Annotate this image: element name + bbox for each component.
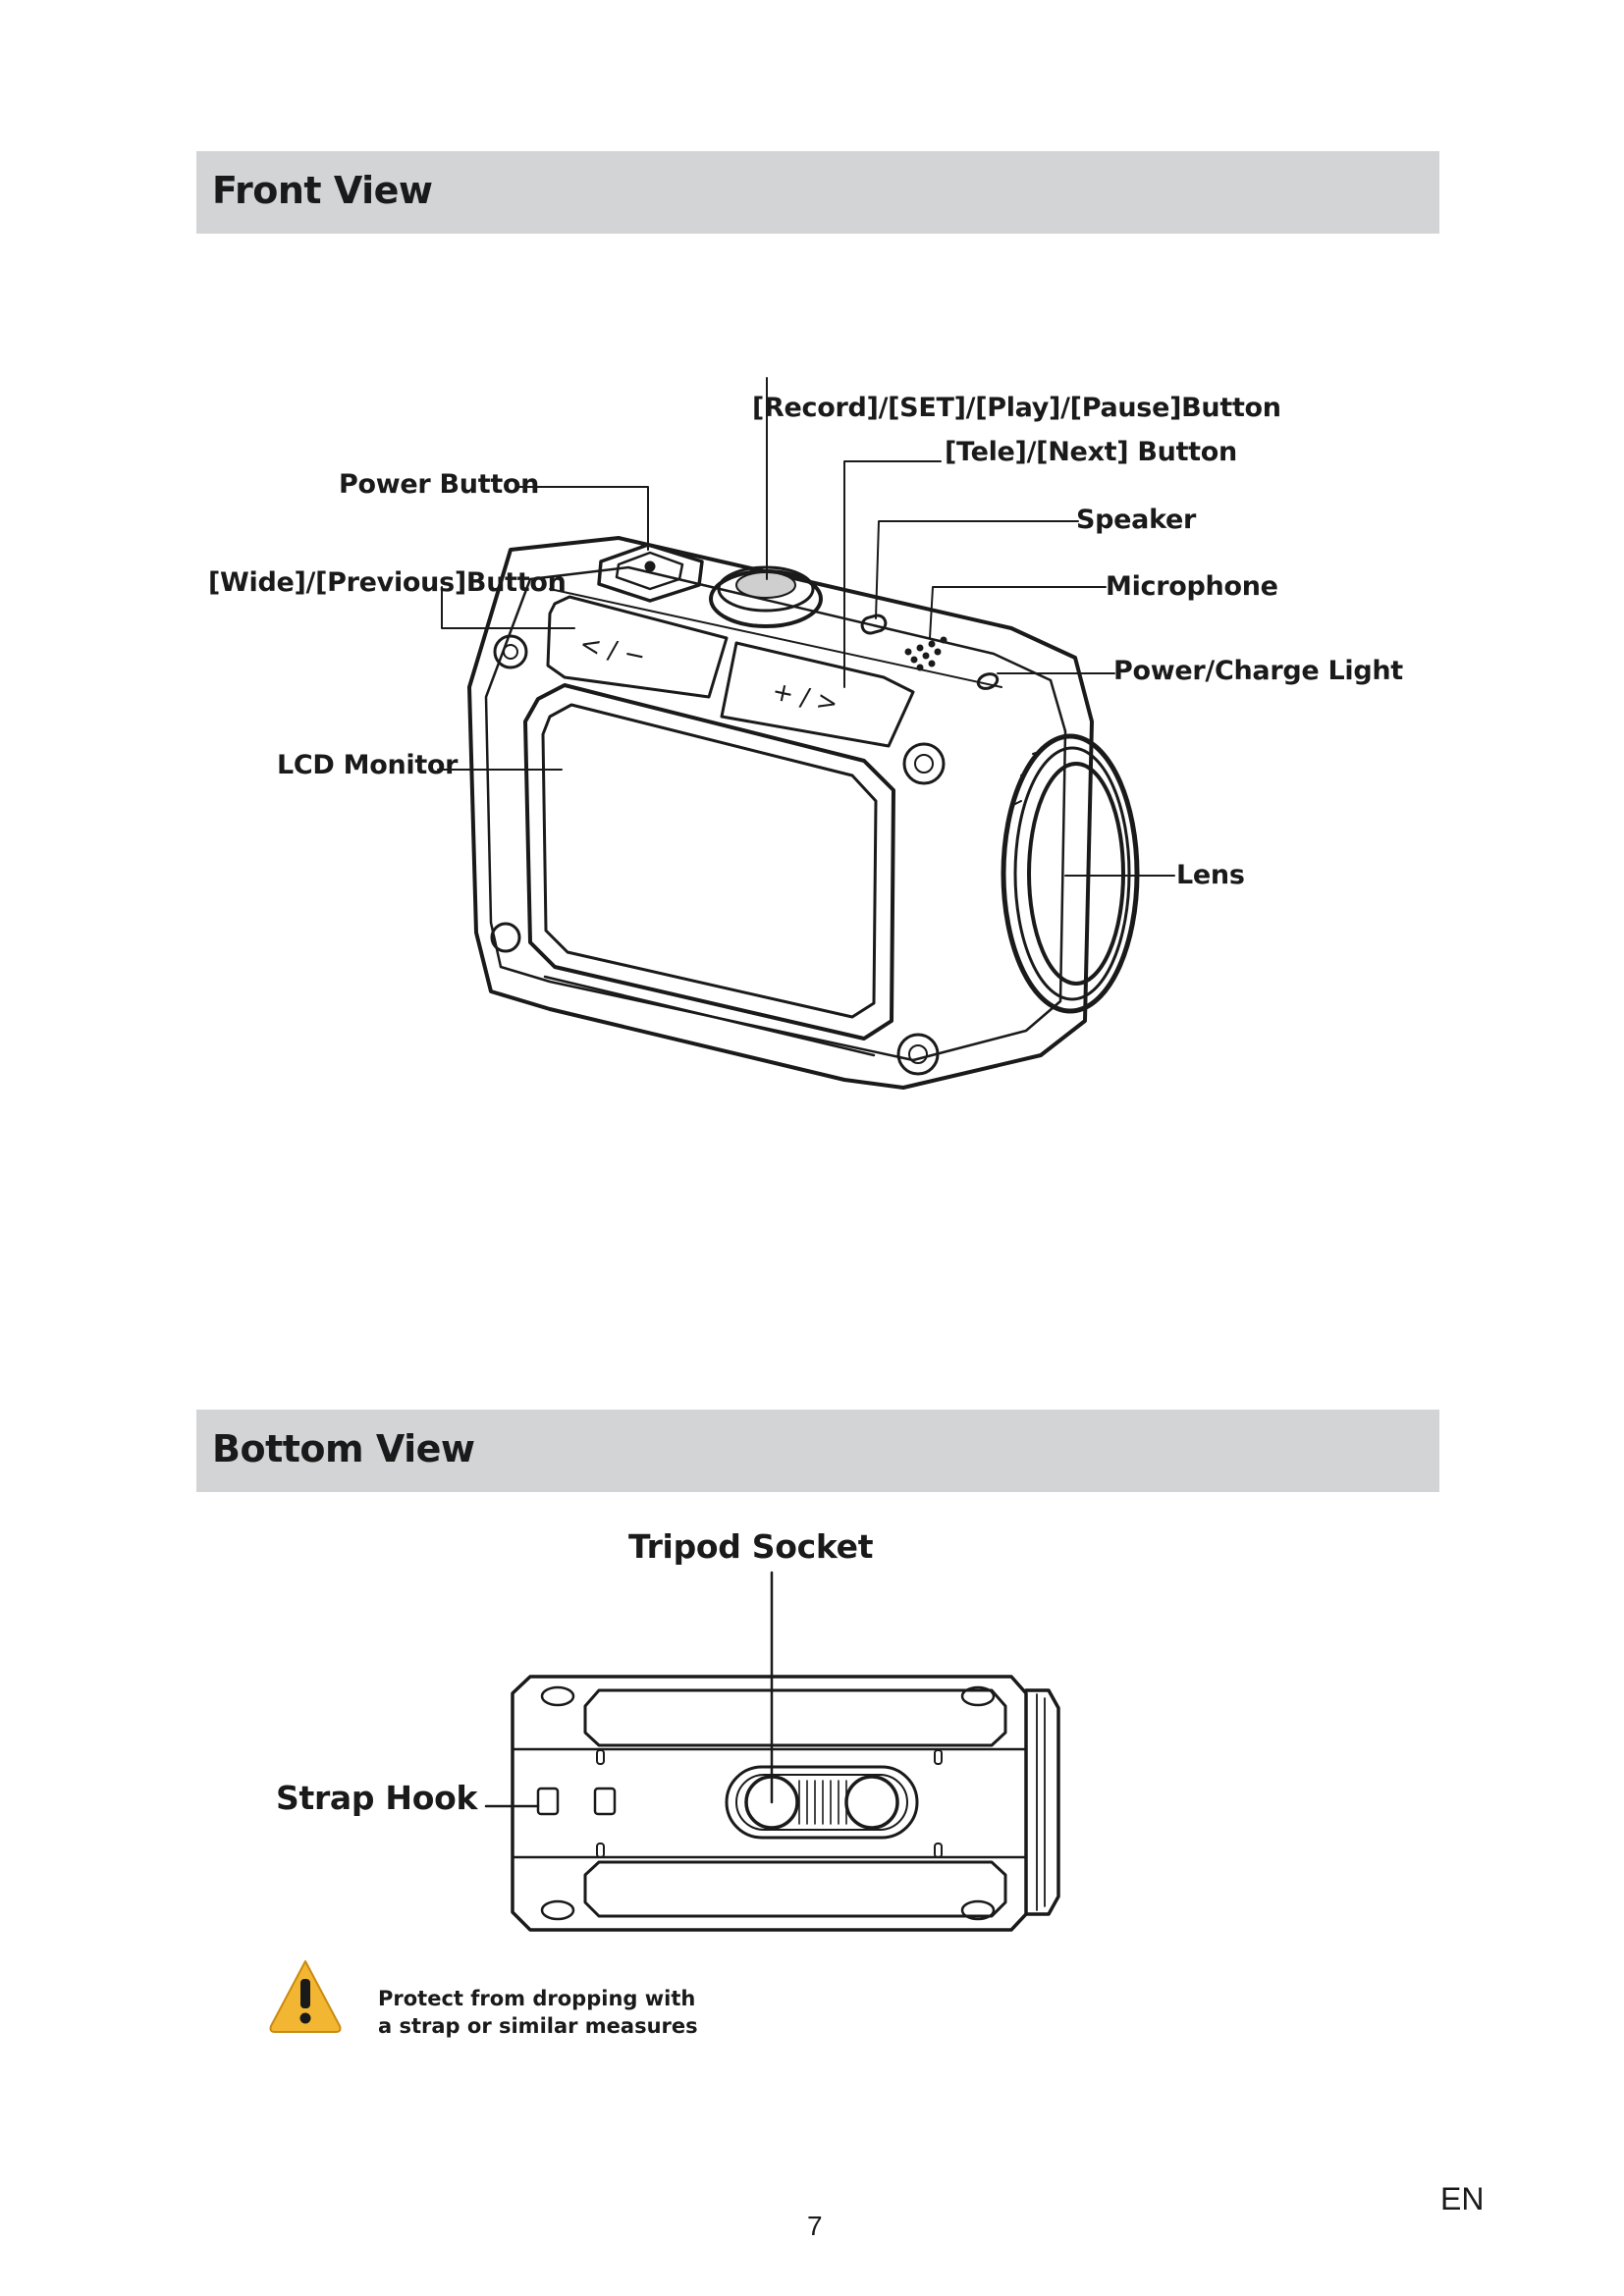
wide-button-callout: [Wide]/[Previous]Button bbox=[208, 567, 567, 598]
charge-light-callout: Power/Charge Light bbox=[1113, 656, 1403, 686]
microphone-callout: Microphone bbox=[1106, 571, 1278, 602]
bottom-view-title: Bottom View bbox=[212, 1427, 475, 1470]
language-code: EN bbox=[1440, 2181, 1485, 2216]
lcd-monitor-callout: LCD Monitor bbox=[277, 750, 459, 780]
bottom-view-header: Bottom View bbox=[196, 1410, 1439, 1492]
tripod-socket-callout: Tripod Socket bbox=[628, 1527, 874, 1566]
front-view-camera-illustration bbox=[437, 377, 1175, 1090]
warning-triangle-icon bbox=[269, 1961, 342, 2032]
warning-line-1: Protect from dropping with bbox=[378, 1987, 696, 2010]
front-view-header: Front View bbox=[196, 151, 1439, 234]
lens-callout: Lens bbox=[1176, 860, 1245, 890]
page-number: 7 bbox=[807, 2211, 823, 2241]
warning-message: Protect from dropping with a strap or si… bbox=[378, 1985, 698, 2040]
strap-hook-callout: Strap Hook bbox=[276, 1779, 478, 1817]
record-button-callout: [Record]/[SET]/[Play]/[Pause]Button bbox=[752, 393, 1281, 423]
front-view-title: Front View bbox=[212, 169, 433, 212]
power-button-callout: Power Button bbox=[339, 469, 540, 500]
speaker-callout: Speaker bbox=[1076, 505, 1197, 535]
tele-button-callout: [Tele]/[Next] Button bbox=[945, 437, 1237, 467]
warning-line-2: a strap or similar measures bbox=[378, 2014, 698, 2038]
